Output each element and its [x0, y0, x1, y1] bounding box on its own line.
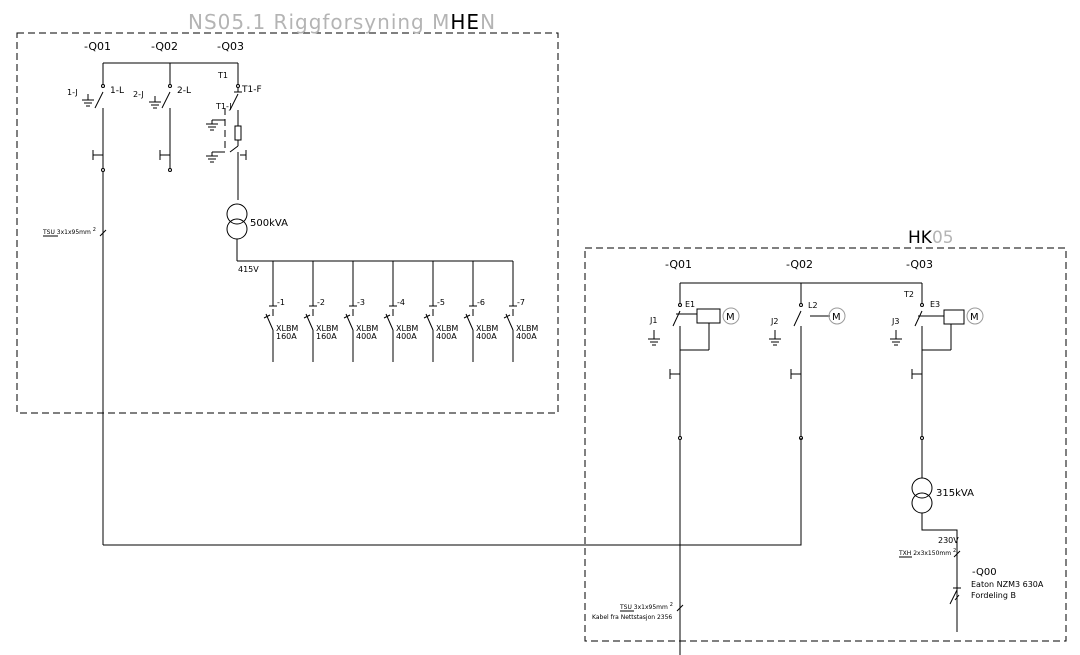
trafo-tag-t1: T1 — [217, 71, 228, 80]
outgoing-rating: 160A — [276, 332, 297, 341]
outgoing-id: -7 — [517, 298, 525, 307]
outgoing-feeder: -1 XLBM 160A — [263, 261, 298, 362]
feeder-3-switch-fuse — [206, 84, 247, 200]
transformer-t1 — [226, 203, 248, 261]
right-panel: HK05 -Q01 -Q02 -Q03 M E1 J1 — [584, 228, 1067, 655]
outgoing-feeder: -3 XLBM 400A — [343, 261, 378, 362]
switch-label-2-l: 2-L — [177, 86, 191, 96]
outgoing-type: XLBM — [316, 324, 338, 333]
motor-l2 — [828, 307, 846, 325]
earth-switch-j3 — [890, 330, 902, 346]
earth-switch-1 — [82, 94, 94, 107]
breaker-tag-q03: -Q03 — [906, 258, 933, 271]
breaker-tag-q00: -Q00 — [972, 567, 997, 578]
outgoing-type: XLBM — [436, 324, 458, 333]
motor-e3 — [966, 307, 984, 325]
earth-switch-2 — [149, 96, 161, 109]
earth-label-1-j: 1-J — [67, 88, 78, 97]
feeder-2-switch — [159, 84, 172, 172]
outgoing-id: -3 — [357, 298, 365, 307]
feeder-l2 — [790, 303, 830, 440]
trafo-rating-315kva: 315kVA — [936, 488, 974, 499]
earth-switch-j1 — [648, 330, 660, 346]
earth-label-j3: J3 — [891, 317, 899, 326]
outgoing-feeder: -4 XLBM 400A — [383, 261, 418, 362]
breaker-tag-q01: -Q01 — [665, 258, 692, 271]
motor-e1-label: M — [726, 312, 735, 323]
breaker-q00-symbol — [949, 587, 961, 605]
outgoing-feeder: -7 XLBM 400A — [503, 261, 538, 362]
outgoing-type: XLBM — [276, 324, 298, 333]
left-panel-title: NS05.1 Riggforsyning MHEN — [188, 10, 496, 34]
breaker-tag-q01: -Q01 — [84, 40, 111, 53]
switch-label-e3: E3 — [930, 300, 940, 309]
trafo-rating-500kva: 500kVA — [250, 218, 288, 229]
left-panel-frame — [16, 32, 559, 414]
breaker-tag-q02: -Q02 — [151, 40, 178, 53]
outgoing-feeder: -2 XLBM 160A — [303, 261, 338, 362]
outgoing-feeders: -1 XLBM 160A -2 XLBM 160A — [263, 261, 538, 362]
earth-switch-j2 — [769, 330, 781, 346]
outgoing-rating: 400A — [356, 332, 377, 341]
switch-label-1-l: 1-L — [110, 86, 124, 96]
breaker-q00-desc-2: Fordeling B — [971, 591, 1016, 600]
feeder-e1 — [669, 303, 721, 655]
earth-label-t1-j: T1-J — [215, 102, 232, 111]
switch-label-l2: L2 — [808, 301, 818, 310]
outgoing-type: XLBM — [476, 324, 498, 333]
switch-label-t1-f: T1-F — [241, 85, 262, 95]
right-panel-frame — [584, 247, 1067, 642]
outgoing-feeder: -6 XLBM 400A — [463, 261, 498, 362]
feeder-e3 — [911, 303, 965, 478]
cable-label-txh: TXH 2x3x150mm 2 — [898, 548, 956, 557]
motor-l2-label: M — [832, 312, 841, 323]
outgoing-type: XLBM — [516, 324, 538, 333]
earth-label-2-j: 2-J — [133, 90, 144, 99]
cable-label-tsu-in: TSU 3x1x95mm 2 — [619, 602, 673, 611]
motor-e1 — [722, 307, 740, 325]
breaker-tag-q02: -Q02 — [786, 258, 813, 271]
outgoing-id: -1 — [277, 298, 285, 307]
outgoing-rating: 400A — [516, 332, 537, 341]
interconnect-cable — [103, 438, 802, 546]
outgoing-id: -6 — [477, 298, 485, 307]
earth-label-j2: J2 — [770, 317, 778, 326]
earth-label-j1: J1 — [649, 316, 657, 325]
motor-e3-label: M — [970, 312, 979, 323]
outgoing-rating: 400A — [396, 332, 417, 341]
cable-label-tsu: TSU 3x1x95mm 2 — [42, 227, 96, 236]
outgoing-id: -4 — [397, 298, 405, 307]
left-panel: NS05.1 Riggforsyning MHEN -Q01 -Q02 -Q03… — [16, 10, 559, 545]
outgoing-rating: 400A — [476, 332, 497, 341]
trafo-tag-t2: T2 — [903, 290, 914, 299]
cable-in-desc: Kabel fra Nettstasjon 2356 — [592, 614, 672, 621]
secondary-voltage-230v: 230V — [938, 536, 959, 545]
outgoing-type: XLBM — [356, 324, 378, 333]
outgoing-id: -2 — [317, 298, 325, 307]
outgoing-id: -5 — [437, 298, 445, 307]
transformer-t2 — [911, 477, 958, 632]
switch-label-e1: E1 — [685, 300, 695, 309]
outgoing-feeder: -5 XLBM 400A — [423, 261, 458, 362]
outgoing-rating: 400A — [436, 332, 457, 341]
outgoing-rating: 160A — [316, 332, 337, 341]
outgoing-type: XLBM — [396, 324, 418, 333]
breaker-q00-desc-1: Eaton NZM3 630A — [971, 580, 1044, 589]
feeder-1-switch — [92, 84, 105, 545]
breaker-tag-q03: -Q03 — [217, 40, 244, 53]
secondary-voltage-415v: 415V — [238, 265, 259, 274]
right-panel-title: HK05 — [908, 228, 954, 248]
